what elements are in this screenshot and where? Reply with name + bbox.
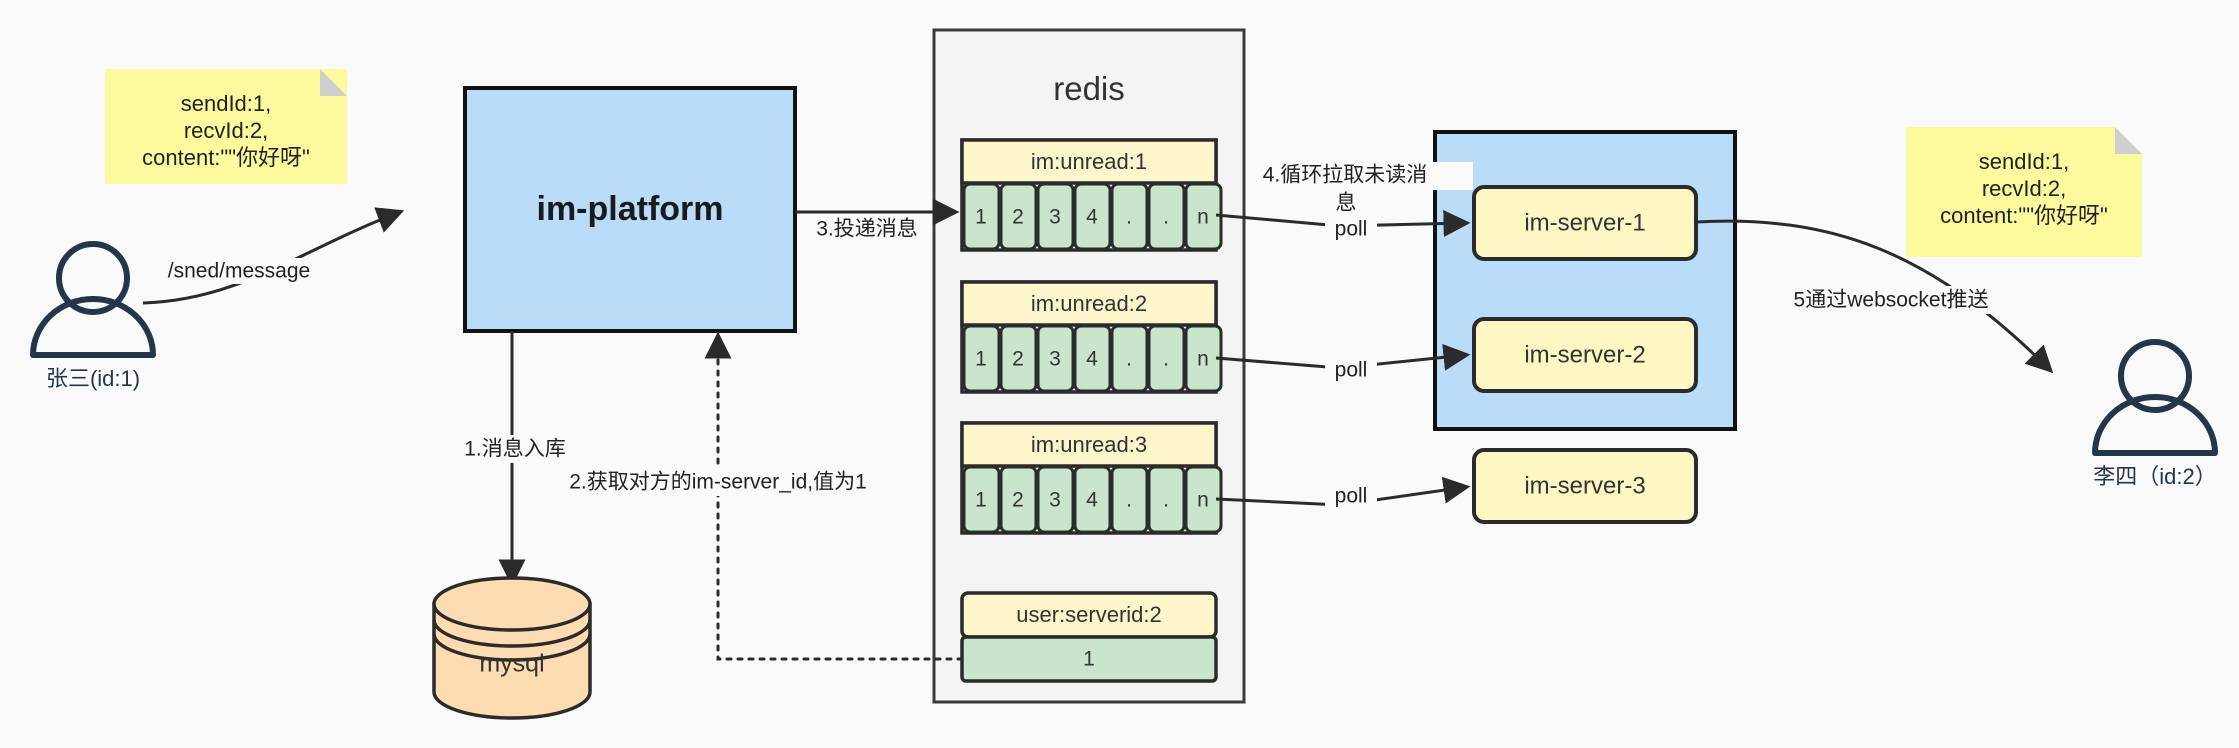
note-right-line-3: content:""你好呀" xyxy=(1940,203,2108,228)
svg-text:poll: poll xyxy=(1335,359,1368,382)
list-3-cell: 4 xyxy=(1086,489,1098,512)
svg-text:poll: poll xyxy=(1335,485,1368,508)
edge-step2-label: 2.获取对方的im-server_id,值为1 xyxy=(562,468,874,496)
edge-step1-label: 1.消息入库 xyxy=(455,435,575,463)
mysql-label: mysql xyxy=(479,650,544,678)
svg-text:3.投递消息: 3.投递消息 xyxy=(816,218,918,241)
list-1-cell: n xyxy=(1197,206,1209,229)
note-right-line-2: recvId:2, xyxy=(1982,176,2066,201)
svg-text:/sned/message: /sned/message xyxy=(168,260,310,283)
svg-text:5通过websocket推送: 5通过websocket推送 xyxy=(1794,289,1989,312)
list-2-cell: 1 xyxy=(975,348,987,371)
im-server-2-node[interactable]: im-server-2 xyxy=(1472,317,1698,393)
redis-kv-user-serverid[interactable]: user:serverid:2 1 xyxy=(960,591,1218,683)
im-platform-node[interactable]: im-platform xyxy=(463,86,797,333)
note-left-line-3: content:""你好呀" xyxy=(142,145,310,170)
list-3-cell: . xyxy=(1163,489,1169,512)
list-2-cells: 1 2 3 4 . . n xyxy=(962,324,1223,393)
im-server-1-label: im-server-1 xyxy=(1524,209,1645,236)
actor-receiver-label: 李四（id:2） xyxy=(2093,464,2216,489)
svg-text:2.获取对方的im-server_id,值为1: 2.获取对方的im-server_id,值为1 xyxy=(569,471,867,494)
edge-step5-label: 5通过websocket推送 xyxy=(1789,286,1993,314)
list-2-cell: . xyxy=(1163,348,1169,371)
list-2-cell: 3 xyxy=(1049,348,1061,371)
im-platform-label: im-platform xyxy=(537,190,724,228)
actor-receiver: 李四（id:2） xyxy=(2092,339,2218,489)
edge-step3-label: 3.投递消息 xyxy=(806,215,928,243)
actor-sender: 张三(id:1) xyxy=(30,241,156,391)
list-2-cell: n xyxy=(1197,348,1209,371)
im-server-3-node[interactable]: im-server-3 xyxy=(1472,448,1698,524)
list-2-cell: 2 xyxy=(1012,348,1024,371)
edge-send-message xyxy=(142,207,405,305)
im-server-2-label: im-server-2 xyxy=(1524,341,1645,368)
list-3-cell: 1 xyxy=(975,489,987,512)
list-3-key: im:unread:3 xyxy=(1031,432,1147,457)
list-1-cell: 1 xyxy=(975,206,987,229)
redis-list-im-unread-3[interactable]: im:unread:3 1 2 3 4 . . n xyxy=(960,421,1223,535)
im-server-3-label: im-server-3 xyxy=(1524,472,1645,499)
kv-key: user:serverid:2 xyxy=(1016,602,1162,627)
list-2-cell: . xyxy=(1126,348,1132,371)
edge-poll-3-label: poll xyxy=(1325,483,1377,509)
mysql-node[interactable]: mysql xyxy=(432,576,592,720)
note-left-line-2: recvId:2, xyxy=(184,118,268,143)
svg-text:1.消息入库: 1.消息入库 xyxy=(464,438,566,461)
list-1-cell: 3 xyxy=(1049,206,1061,229)
redis-list-im-unread-1[interactable]: im:unread:1 1 2 3 4 . . n xyxy=(960,138,1223,252)
edge-send-message-label: /sned/message xyxy=(163,258,315,284)
redis-list-im-unread-2[interactable]: im:unread:2 1 2 3 4 . . n xyxy=(960,280,1223,394)
list-3-cells: 1 2 3 4 . . n xyxy=(962,465,1223,534)
list-2-key: im:unread:2 xyxy=(1031,291,1147,316)
edge-step2 xyxy=(704,331,964,661)
list-1-cell: . xyxy=(1126,206,1132,229)
list-3-cell: n xyxy=(1197,489,1209,512)
list-3-cell: . xyxy=(1126,489,1132,512)
im-server-1-node[interactable]: im-server-1 xyxy=(1472,185,1698,261)
kv-value: 1 xyxy=(1083,648,1095,671)
list-1-cell: 2 xyxy=(1012,206,1024,229)
list-1-key: im:unread:1 xyxy=(1031,149,1147,174)
edge-poll-2-label: poll xyxy=(1325,357,1377,383)
redis-title: redis xyxy=(1053,70,1125,107)
svg-text:息: 息 xyxy=(1336,192,1357,215)
note-left-line-1: sendId:1, xyxy=(181,91,272,116)
list-1-cell: 4 xyxy=(1086,206,1098,229)
list-1-cells: 1 2 3 4 . . n xyxy=(962,182,1223,251)
list-3-cell: 3 xyxy=(1049,489,1061,512)
edge-poll-1-label: poll xyxy=(1325,216,1377,242)
edge-step5 xyxy=(1695,219,2054,374)
note-right: sendId:1, recvId:2, content:""你好呀" xyxy=(1906,127,2142,257)
note-right-line-1: sendId:1, xyxy=(1979,149,2070,174)
list-3-cell: 2 xyxy=(1012,489,1024,512)
note-left: sendId:1, recvId:2, content:""你好呀" xyxy=(105,69,347,184)
svg-text:4.循环拉取未读消: 4.循环拉取未读消 xyxy=(1263,164,1428,187)
svg-text:poll: poll xyxy=(1335,218,1368,241)
actor-sender-label: 张三(id:1) xyxy=(46,366,140,391)
list-2-cell: 4 xyxy=(1086,348,1098,371)
list-1-cell: . xyxy=(1163,206,1169,229)
edge-step4-label: 4.循环拉取未读消 息 xyxy=(1255,162,1473,218)
